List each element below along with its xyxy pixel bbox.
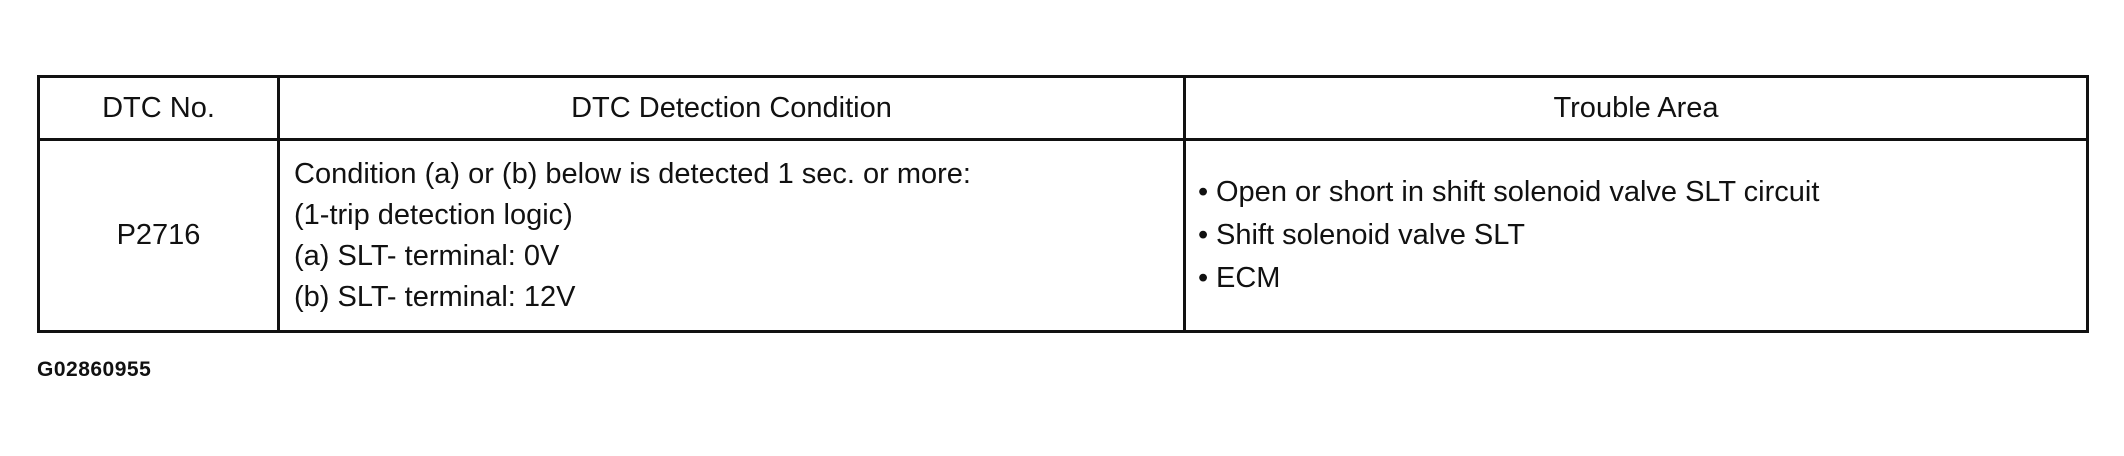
trouble-area-cell: •Open or short in shift solenoid valve S…	[1183, 138, 2089, 333]
condition-line: (b) SLT- terminal: 12V	[294, 280, 576, 313]
condition-line: Condition (a) or (b) below is detected 1…	[294, 157, 971, 190]
trouble-area-text: ECM	[1216, 262, 1281, 294]
header-dtc-no: DTC No.	[37, 75, 280, 141]
bullet-icon: •	[1198, 219, 1209, 251]
dtc-table: DTC No. DTC Detection Condition Trouble …	[37, 75, 2089, 333]
header-trouble-area: Trouble Area	[1183, 75, 2089, 141]
trouble-area-text: Open or short in shift solenoid valve SL…	[1216, 176, 1820, 208]
header-detection-condition: DTC Detection Condition	[277, 75, 1186, 141]
bullet-icon: •	[1198, 262, 1209, 294]
trouble-area-text: Shift solenoid valve SLT	[1216, 219, 1525, 251]
condition-line: (1-trip detection logic)	[294, 198, 573, 231]
dtc-code-cell: P2716	[37, 138, 280, 333]
detection-condition-cell: Condition (a) or (b) below is detected 1…	[277, 138, 1186, 333]
table-row: P2716 Condition (a) or (b) below is dete…	[37, 138, 2089, 333]
table-header-row: DTC No. DTC Detection Condition Trouble …	[37, 75, 2089, 141]
bullet-icon: •	[1198, 176, 1209, 208]
condition-line: (a) SLT- terminal: 0V	[294, 239, 560, 272]
figure-id: G02860955	[37, 358, 152, 381]
trouble-area-item: •Shift solenoid valve SLT	[1198, 214, 2086, 257]
trouble-area-item: •ECM	[1198, 257, 2086, 300]
trouble-area-item: •Open or short in shift solenoid valve S…	[1198, 171, 2086, 214]
